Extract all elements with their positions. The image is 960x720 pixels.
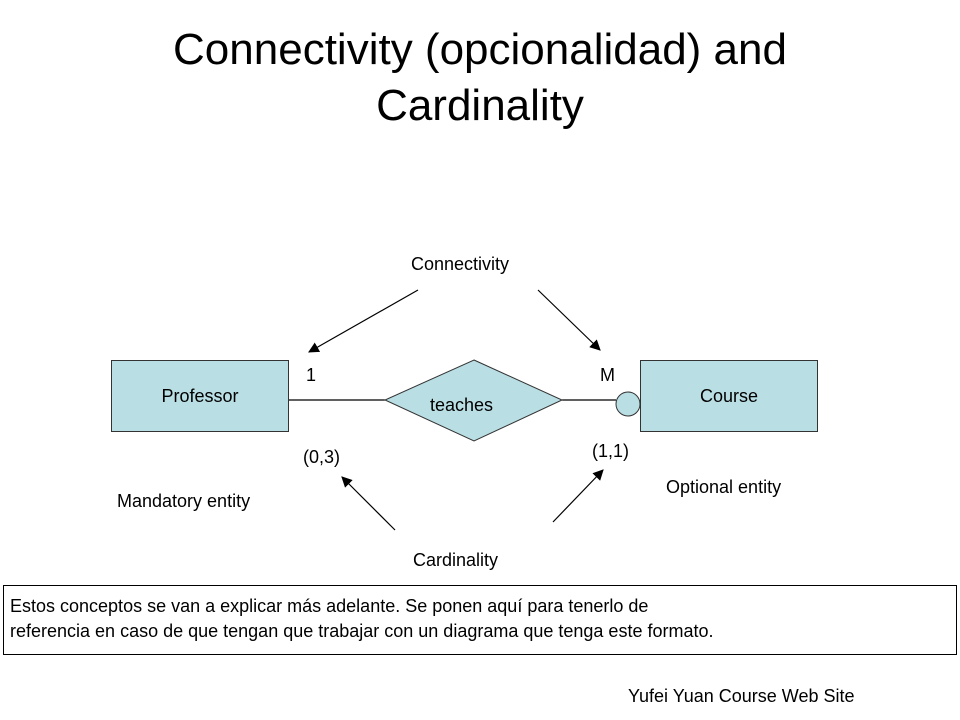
relationship-diamond (383, 359, 564, 442)
cardinality-left-value: (0,3) (303, 447, 341, 467)
entity-professor-label: Professor (161, 386, 239, 406)
cardinality-label: Cardinality (413, 550, 499, 570)
note-line-2: referencia en caso de que tengan que tra… (10, 621, 714, 641)
optional-entity-label: Optional entity (666, 477, 782, 497)
entity-course-label: Course (699, 386, 759, 406)
optional-circle-icon (615, 391, 641, 417)
entity-course: Course (640, 360, 818, 432)
slide-title: Connectivity (opcionalidad) and Cardinal… (0, 22, 960, 134)
cardinality-right-value: (1,1) (592, 441, 630, 461)
connectivity-left-value: 1 (306, 365, 317, 385)
connectivity-right-value: M (600, 365, 615, 385)
cardinality-arrow-right (552, 469, 604, 523)
note-box: Estos conceptos se van a explicar más ad… (3, 585, 957, 655)
mandatory-entity-label: Mandatory entity (117, 491, 251, 511)
slide-title-line-1: Connectivity (opcionalidad) and (173, 25, 787, 74)
footer-source: Yufei Yuan Course Web Site (628, 686, 855, 706)
cardinality-arrow-left (341, 476, 396, 531)
note-line-1: Estos conceptos se van a explicar más ad… (10, 596, 649, 616)
relationship-label: teaches (430, 395, 494, 415)
slide-title-line-2: Cardinality (376, 81, 584, 130)
entity-professor: Professor (111, 360, 289, 432)
connectivity-arrow-right (537, 289, 601, 351)
connectivity-label: Connectivity (411, 254, 510, 274)
connectivity-arrow-left (308, 289, 419, 353)
